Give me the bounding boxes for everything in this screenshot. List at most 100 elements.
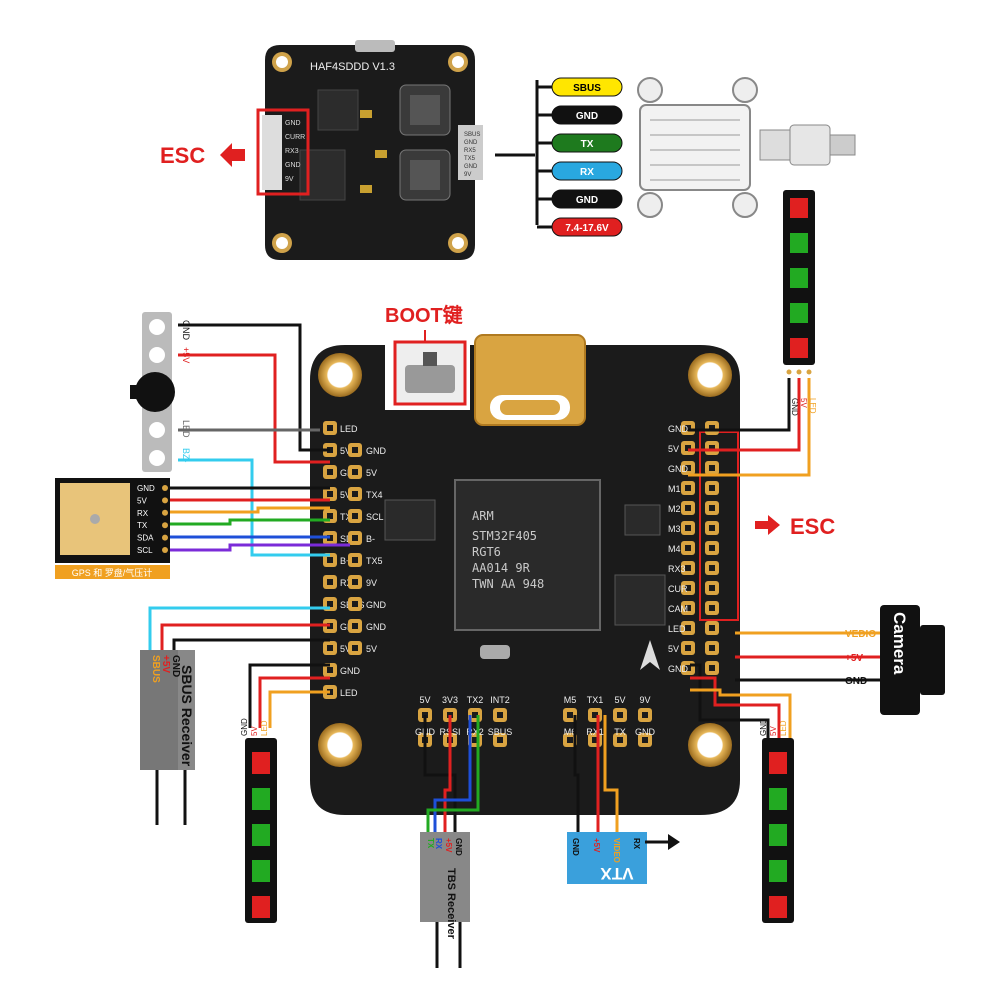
fc-inner-pad-label: GND bbox=[366, 600, 387, 610]
fc-right-pad-hole bbox=[709, 605, 715, 611]
esc-label-top: ESC bbox=[160, 143, 245, 168]
fc-right-pad-hole bbox=[685, 465, 691, 471]
fc-right-pad-hole bbox=[709, 445, 715, 451]
mcu-line-model: STM32F405 bbox=[472, 529, 537, 543]
svg-text:VEDIO: VEDIO bbox=[845, 629, 876, 640]
fc-inner-pad-hole bbox=[352, 513, 358, 519]
svg-text:GND: GND bbox=[571, 838, 580, 856]
vtx-module: GND +5V VIDEO RX VTX bbox=[567, 832, 680, 884]
tbs-receiver: TX RX +5V GND TBS Receiver bbox=[420, 832, 470, 968]
svg-text:GND: GND bbox=[181, 320, 191, 341]
receiver-pin-badge bbox=[551, 217, 623, 237]
fc-right-pad-hole bbox=[709, 465, 715, 471]
camera-label: Camera bbox=[890, 612, 909, 675]
gps-pin-label: TX bbox=[137, 521, 148, 530]
fc-bottom-top-label: 5V bbox=[614, 695, 625, 705]
fc-left-pad-label: LED bbox=[340, 688, 358, 698]
fc-left-pad-hole bbox=[327, 667, 333, 673]
fc-right-pad-hole bbox=[709, 665, 715, 671]
fc-bottom-bottom-label: RX2 bbox=[466, 727, 484, 737]
fc-left-pad-hole bbox=[327, 513, 333, 519]
fc-bottom-pad-hole bbox=[497, 737, 503, 743]
fc-bottom-pad-hole bbox=[472, 712, 478, 718]
led-strip-bottom-right: GND 5V LED bbox=[759, 718, 794, 923]
fc-bottom-bottom-label: M6 bbox=[564, 727, 577, 737]
esc-label-right: ESC bbox=[755, 514, 835, 539]
receiver-pin-label: GND bbox=[576, 195, 598, 206]
fc-right-pad-hole bbox=[685, 645, 691, 651]
receiver-pin-label: TX bbox=[581, 139, 594, 150]
fc-inner-pad-hole bbox=[352, 557, 358, 563]
fc-bottom-pad-hole bbox=[497, 712, 503, 718]
fc-right-pad-label: M3 bbox=[668, 524, 681, 534]
buzzer-icon bbox=[135, 372, 175, 412]
fc-inner-pad-label: TX4 bbox=[366, 490, 383, 500]
wires bbox=[148, 323, 880, 832]
svg-text:5V: 5V bbox=[250, 726, 259, 736]
gps-pin-pad bbox=[162, 547, 168, 553]
svg-text:LED: LED bbox=[808, 398, 817, 414]
fc-bottom-pad-hole bbox=[567, 712, 573, 718]
fc-right-pad-hole bbox=[685, 585, 691, 591]
fc-bottom-pad-hole bbox=[617, 737, 623, 743]
fc-bottom-pad-hole bbox=[592, 712, 598, 718]
fc-right-pad-hole bbox=[709, 425, 715, 431]
fc-left-pad-hole bbox=[327, 557, 333, 563]
fc-right-pad-hole bbox=[709, 645, 715, 651]
svg-text:TX: TX bbox=[426, 838, 435, 849]
gps-pin-pad bbox=[162, 497, 168, 504]
fc-inner-pad-hole bbox=[352, 491, 358, 497]
fc-right-pad-label: 5V bbox=[668, 644, 679, 654]
fc-right-pad-hole bbox=[685, 505, 691, 511]
fc-right-pad-hole bbox=[685, 665, 691, 671]
gps-pin-label: 5V bbox=[137, 496, 147, 505]
fc-inner-pad-label: 5V bbox=[366, 644, 377, 654]
mcu-line-lot: AA014 9R bbox=[472, 561, 531, 575]
esc-right-pad-label: RX5 bbox=[464, 148, 476, 154]
fc-inner-pad-label: TX5 bbox=[366, 556, 383, 566]
receiver-pin-badge bbox=[551, 133, 623, 153]
svg-text:TBS Receiver: TBS Receiver bbox=[445, 868, 457, 940]
svg-text:GND: GND bbox=[454, 838, 463, 856]
fc-bottom-bottom-label: SBUS bbox=[488, 727, 513, 737]
fc-right-pad-label: CUR bbox=[668, 584, 688, 594]
svg-text:+5V: +5V bbox=[444, 838, 453, 853]
fc-bottom-pad-hole bbox=[592, 737, 598, 743]
fc-left-pad-hole bbox=[327, 469, 333, 475]
fc-right-pad-label: CAM bbox=[668, 604, 688, 614]
fc-left-pad-label: 5V bbox=[340, 446, 351, 456]
fc-left-pad-hole bbox=[327, 491, 333, 497]
fc-right-pad-hole bbox=[709, 485, 715, 491]
esc-right-pad-label: GND bbox=[464, 164, 478, 170]
gps-pin-label: SDA bbox=[137, 534, 154, 543]
gps-pin-pad bbox=[162, 534, 168, 541]
antenna-icon bbox=[668, 834, 680, 850]
svg-text:RX: RX bbox=[632, 838, 641, 850]
fc-inner-pad-hole bbox=[352, 645, 358, 651]
camera-module: VEDIO +5V GND Camera bbox=[845, 605, 945, 715]
mcu-line-arm: ARM bbox=[472, 509, 494, 523]
receiver-pin-label: SBUS bbox=[573, 83, 601, 94]
svg-text:GND: GND bbox=[240, 718, 249, 736]
svg-text:BZ-: BZ- bbox=[181, 448, 191, 463]
fc-bottom-top-label: 3V3 bbox=[442, 695, 458, 705]
fc-inner-pad-hole bbox=[352, 601, 358, 607]
mcu-line-rgt6: RGT6 bbox=[472, 545, 501, 559]
fc-inner-pad-hole bbox=[352, 579, 358, 585]
fc-left-pad-hole bbox=[327, 425, 333, 431]
svg-text:RX: RX bbox=[434, 838, 443, 850]
buzzer-module: GND +5V LED BZ- bbox=[130, 312, 191, 472]
fc-right-pad-hole bbox=[685, 605, 691, 611]
fc-left-pad-hole bbox=[327, 601, 333, 607]
gps-pin-label: RX bbox=[137, 509, 149, 518]
esc-right-pad-label: SBUS bbox=[464, 132, 480, 138]
fc-inner-pad-hole bbox=[352, 469, 358, 475]
svg-text:VIDEO: VIDEO bbox=[612, 838, 621, 863]
svg-text:+5V: +5V bbox=[181, 347, 191, 363]
esc-model-text: HAF4SDDD V1.3 bbox=[310, 61, 395, 73]
fc-bottom-bottom-label: GND bbox=[635, 727, 656, 737]
gps-caption: GPS 和 罗盘/气压计 bbox=[72, 567, 153, 578]
